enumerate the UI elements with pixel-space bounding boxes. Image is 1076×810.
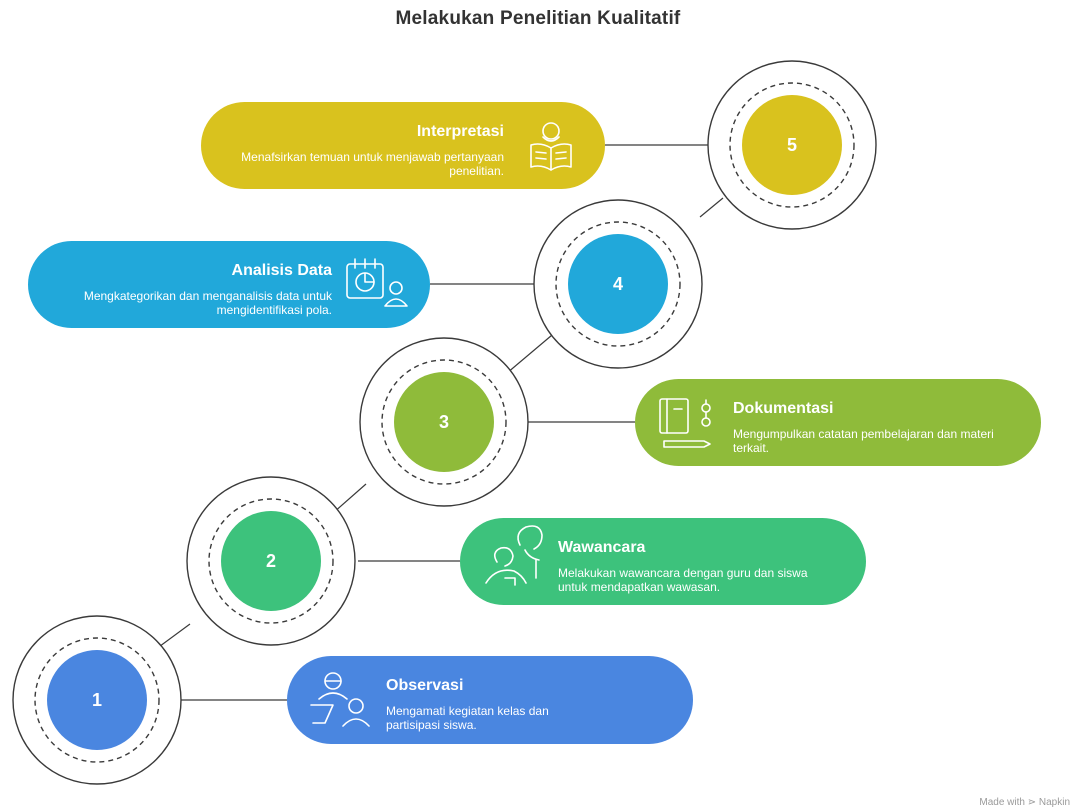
connector-3-4 (506, 329, 559, 374)
step-circle-4 (568, 234, 668, 334)
connector-2-3 (332, 483, 367, 514)
step-text-interpretasi: Interpretasi Menafsirkan temuan untuk me… (236, 122, 504, 178)
pill-observasi (287, 656, 693, 744)
step-number-1: 1 (92, 690, 102, 710)
pill-analisis-data (28, 241, 430, 328)
step-heading-wawancara: Wawancara (558, 539, 646, 556)
interview-icon (485, 525, 543, 586)
napkin-watermark: Made with ⋗ Napkin (979, 797, 1070, 808)
step-text-observasi: Observasi Mengamati kegiatan kelas dan p… (386, 676, 646, 732)
step-text-analisis-data: Analisis Data Mengkategorikan dan mengan… (60, 261, 332, 317)
pills (28, 102, 1041, 744)
step-number-3: 3 (439, 412, 449, 432)
pill-dokumentasi (635, 379, 1041, 466)
step-description-wawancara: Melakukan wawancara dengan guru dan sisw… (558, 566, 808, 594)
connector-4-5 (699, 197, 724, 218)
calendar-chart-person-icon (346, 258, 408, 307)
step-ring-1 (12, 615, 182, 785)
step-heading-analisis-data: Analisis Data (231, 262, 332, 279)
reader-book-icon (530, 122, 572, 171)
step-description-interpretasi: Menafsirkan temuan untuk menjawab pertan… (241, 150, 504, 178)
step-number-4: 4 (613, 274, 623, 294)
teacher-student-icon (310, 672, 370, 727)
step-description-analisis-data: Mengkategorikan dan menganalisis data un… (83, 289, 332, 317)
step-ring-2 (186, 476, 356, 646)
diagram-title: Melakukan Penelitian Kualitatif (395, 8, 681, 29)
step-ring-4 (533, 199, 703, 369)
step-circle-1 (47, 650, 147, 750)
step-heading-interpretasi: Interpretasi (416, 123, 504, 140)
pill-interpretasi (201, 102, 605, 189)
step-number-5: 5 (787, 135, 797, 155)
step-ring-3 (359, 337, 529, 507)
notebook-icon (659, 398, 711, 448)
step-circle-2 (221, 511, 321, 611)
step-heading-dokumentasi: Dokumentasi (733, 400, 834, 417)
step-text-wawancara: Wawancara Melakukan wawancara dengan gur… (558, 538, 818, 601)
step-ring-5 (707, 60, 877, 230)
pill-wawancara (460, 518, 866, 605)
step-description-dokumentasi: Mengumpulkan catatan pembelajaran dan ma… (733, 427, 994, 455)
step-circle-5 (742, 95, 842, 195)
step-number-2: 2 (266, 551, 276, 571)
step-circle-3 (394, 372, 494, 472)
horizontal-connectors (180, 144, 710, 701)
step-description-observasi: Mengamati kegiatan kelas dan partisipasi… (386, 704, 549, 732)
step-heading-observasi: Observasi (386, 677, 464, 694)
step-text-dokumentasi: Dokumentasi Mengumpulkan catatan pembela… (733, 399, 1023, 455)
